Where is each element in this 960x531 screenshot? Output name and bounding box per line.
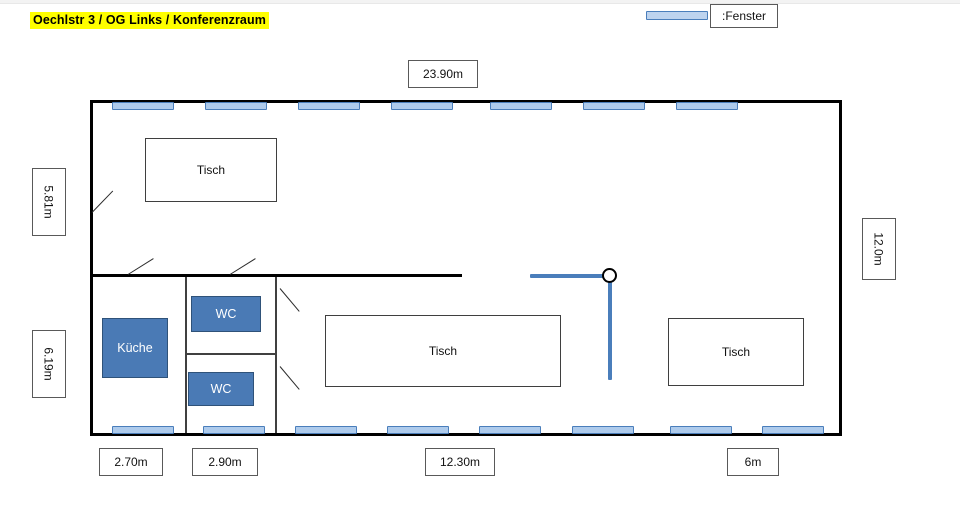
pillar-arm-vertical: [608, 276, 612, 380]
dimension-bottom-2: 2.90m: [192, 448, 258, 476]
door-swing-wc-2: [279, 366, 300, 390]
window-bottom-1: [112, 426, 174, 434]
legend-window-symbol: [646, 11, 708, 20]
room-kitchen: Küche: [102, 318, 168, 378]
room-wc-upper: WC: [191, 296, 261, 332]
room-label: WC: [215, 307, 237, 321]
window-top-4: [391, 102, 453, 110]
door-swing-kitchen: [127, 258, 154, 275]
wall-interior-horizontal: [90, 274, 462, 277]
window-bottom-8: [762, 426, 824, 434]
floorplan: Tisch Tisch Tisch Küche WC WC: [90, 100, 842, 436]
window-top-3: [298, 102, 360, 110]
table-lower-center: Tisch: [325, 315, 561, 387]
door-swing-entry-left: [91, 190, 114, 213]
window-top-5: [490, 102, 552, 110]
window-bottom-5: [479, 426, 541, 434]
room-wc-lower: WC: [188, 372, 254, 406]
page-top-edge: [0, 0, 960, 4]
dimension-left-upper: 5.81m: [32, 168, 66, 236]
wall-bottom: [90, 433, 842, 436]
window-top-6: [583, 102, 645, 110]
window-bottom-3: [295, 426, 357, 434]
window-top-7: [676, 102, 738, 110]
table-lower-right: Tisch: [668, 318, 804, 386]
wall-left: [90, 100, 93, 436]
table-label: Tisch: [196, 163, 226, 177]
wall-right: [839, 100, 842, 436]
pillar-arm-horizontal: [530, 274, 610, 278]
wall-interior-vertical-2: [275, 277, 277, 433]
room-label: WC: [210, 382, 232, 396]
table-label: Tisch: [428, 344, 458, 358]
wall-interior-vertical-1: [185, 277, 187, 433]
dimension-bottom-3: 12.30m: [425, 448, 495, 476]
door-swing-wc-1: [279, 288, 300, 312]
room-label: Küche: [117, 341, 153, 355]
door-swing-wc-upper: [229, 258, 256, 275]
window-bottom-6: [572, 426, 634, 434]
dimension-bottom-4: 6m: [727, 448, 779, 476]
pillar-marker-icon: [602, 268, 617, 283]
window-top-1: [112, 102, 174, 110]
table-label: Tisch: [721, 345, 751, 359]
table-upper-left: Tisch: [145, 138, 277, 202]
dimension-left-lower: 6.19m: [32, 330, 66, 398]
wall-top: [90, 100, 842, 103]
wall-interior-horizontal-2: [185, 353, 277, 355]
window-top-2: [205, 102, 267, 110]
window-bottom-2: [203, 426, 265, 434]
window-bottom-4: [387, 426, 449, 434]
window-bottom-7: [670, 426, 732, 434]
page-title: Oechlstr 3 / OG Links / Konferenzraum: [30, 12, 269, 29]
dimension-top: 23.90m: [408, 60, 478, 88]
dimension-right: 12.0m: [862, 218, 896, 280]
legend-label-box: :Fenster: [710, 4, 778, 28]
legend-label: :Fenster: [721, 9, 766, 23]
dimension-bottom-1: 2.70m: [99, 448, 163, 476]
